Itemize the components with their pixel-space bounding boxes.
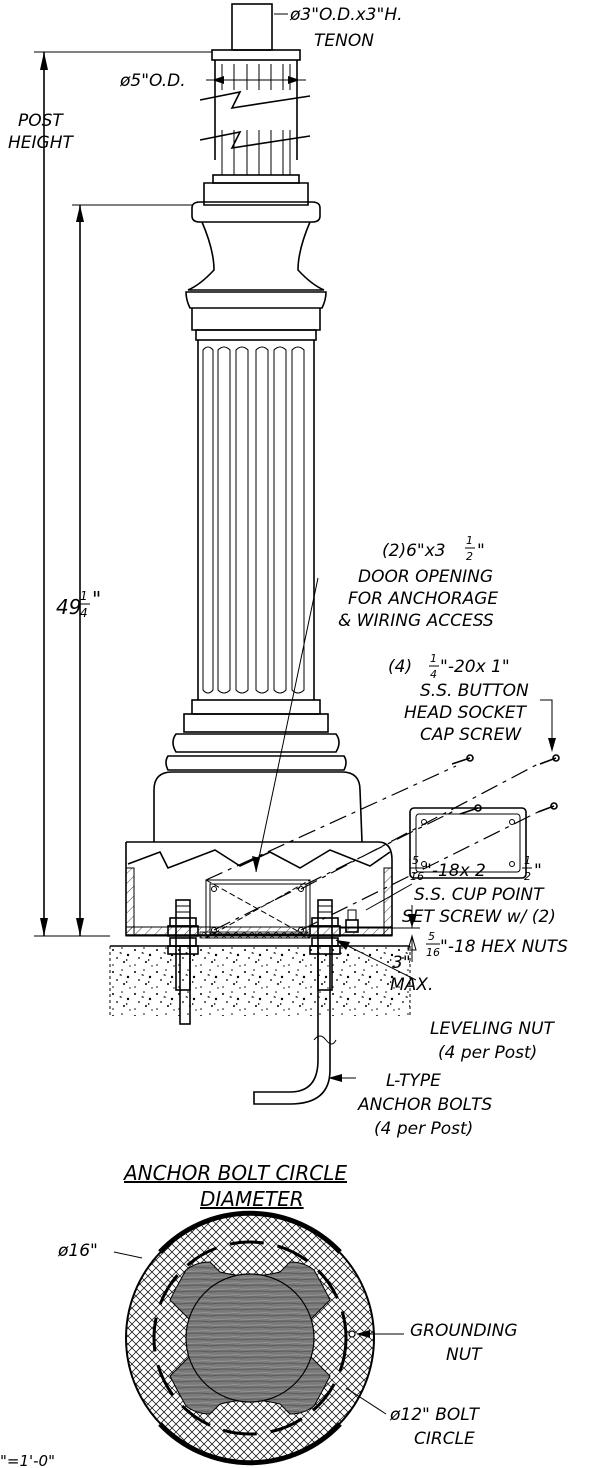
base-housing	[125, 771, 393, 939]
door-label-1b: "	[477, 541, 485, 561]
door-label-1-den: 2	[466, 550, 473, 563]
set-label-1-num: 5	[412, 854, 419, 867]
circle-title-1: ANCHOR BOLT CIRCLE	[122, 1161, 347, 1185]
cap-screw-leader	[540, 699, 553, 740]
lower-collar	[165, 699, 347, 771]
door-label-3: FOR ANCHORAGE	[348, 589, 498, 609]
od5-dimension	[206, 76, 306, 84]
height-den: 4	[80, 606, 88, 620]
anchor-arrow	[328, 1074, 342, 1082]
base-plate	[169, 1261, 331, 1415]
cap-screw-label: (4) 1 4 "-20x 1" S.S. BUTTON HEAD SOCKET…	[388, 652, 529, 745]
d16-label: ø16"	[57, 1241, 98, 1261]
fluted-column	[197, 340, 315, 700]
anchor-label-1: L-TYPE	[386, 1071, 441, 1091]
base-height-dimension	[72, 204, 192, 936]
anchor-label-2: ANCHOR BOLTS	[357, 1095, 492, 1115]
cap-label-1b: "-20x 1"	[440, 657, 510, 677]
set-label-4: "-18 HEX NUTS	[440, 937, 568, 957]
capital	[185, 182, 327, 341]
cap-label-3: HEAD SOCKET	[404, 703, 528, 723]
shim	[199, 931, 309, 939]
leveling-arrow	[336, 940, 350, 950]
max-label-2: MAX.	[390, 975, 433, 995]
bolt-circle-plan	[125, 1210, 375, 1466]
door-leader	[255, 577, 319, 873]
cap-screw-arrow	[548, 738, 556, 752]
height-unit: "	[92, 587, 101, 611]
door-cover-plate	[205, 754, 560, 931]
door-leader-arrow	[252, 856, 260, 872]
cap-label-1a: (4)	[388, 657, 412, 677]
set-label-1a: "-18x 2	[424, 861, 486, 881]
set-screw-leader	[365, 883, 413, 911]
set-screw-label: 5 16 "-18x 2 1 2 " S.S. CUP POINT SET SC…	[402, 854, 568, 959]
set-label-3: SET SCREW w/ (2)	[402, 907, 556, 927]
door-opening-label: (2)6"x3 1 2 " DOOR OPENING FOR ANCHORAGE…	[338, 534, 498, 631]
od5-label: ø5"O.D.	[119, 71, 186, 91]
bolt-circle-label-2: CIRCLE	[414, 1429, 475, 1449]
set-label-1-den: 16	[410, 870, 424, 883]
set-label-2: S.S. CUP POINT	[414, 885, 545, 905]
max3-dimension	[340, 905, 420, 962]
set-screw	[345, 909, 359, 933]
door-label-1a: (2)6"x3	[382, 541, 446, 561]
door-label-1-num: 1	[466, 534, 473, 547]
door-label-4: & WIRING ACCESS	[338, 611, 494, 631]
bolt-circle-leader	[345, 1387, 387, 1415]
set-label-1b-num: 1	[524, 854, 531, 867]
max-label-1: 3"	[392, 953, 411, 973]
leveling-leader	[335, 939, 417, 981]
height-num: 1	[80, 589, 88, 603]
concrete-foundation	[109, 945, 411, 1105]
cap-label-4: CAP SCREW	[420, 725, 522, 745]
d16-leader	[113, 1251, 143, 1259]
set-label-4-num: 5	[428, 930, 435, 943]
anchor-label-3: (4 per Post)	[374, 1119, 473, 1139]
circle-title-2: DIAMETER	[200, 1187, 304, 1211]
set-label-4-den: 16	[426, 946, 440, 959]
ground-arrow	[356, 1330, 370, 1338]
door-label-2: DOOR OPENING	[358, 567, 493, 587]
ground-label-1: GROUNDING	[410, 1321, 518, 1341]
post-height-label-2: HEIGHT	[8, 133, 74, 153]
set-label-1c: "	[534, 861, 542, 881]
tenon-label-2: TENON	[314, 31, 374, 51]
leveling-label-2: (4 per Post)	[438, 1043, 537, 1063]
scale-label: "=1'-0"	[0, 1452, 55, 1468]
post-height-dimension	[34, 51, 212, 937]
post-height-label-1: POST	[18, 111, 64, 131]
grounding-nut-dot	[348, 1330, 356, 1338]
height-whole: 49	[56, 595, 81, 619]
tenon-label-1: ø3"O.D.x3"H.	[289, 5, 403, 25]
height-4914-label: 49 1 4 "	[56, 587, 101, 620]
cap-label-2: S.S. BUTTON	[420, 681, 529, 701]
leveling-label-1: LEVELING NUT	[430, 1019, 556, 1039]
cap-label-1-den: 4	[430, 668, 437, 681]
cap-label-1-num: 1	[430, 652, 437, 665]
set-label-1b-den: 2	[524, 870, 531, 883]
ground-label-2: NUT	[446, 1345, 483, 1365]
bolt-circle-label-1: ø12" BOLT	[389, 1405, 481, 1425]
tenon	[211, 3, 301, 61]
